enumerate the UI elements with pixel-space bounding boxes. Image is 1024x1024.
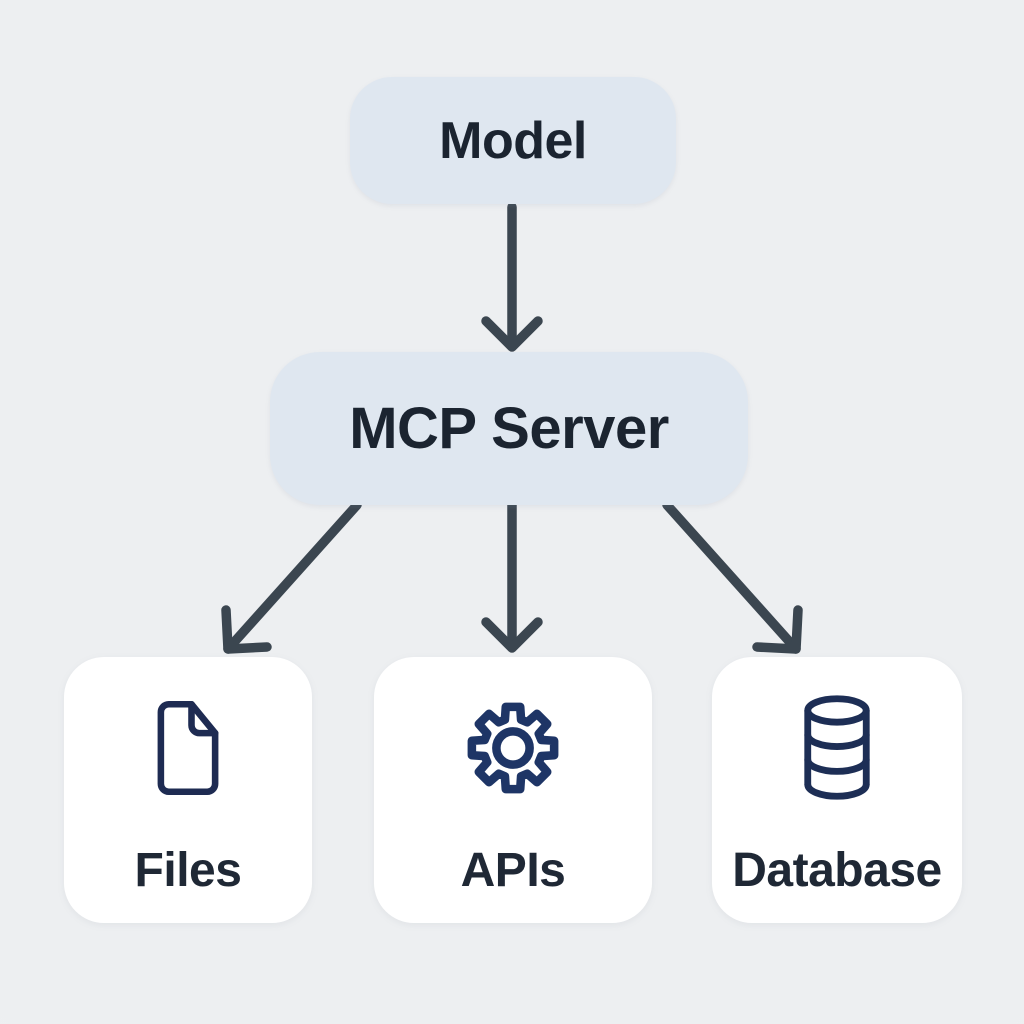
arrow-model-to-mcp-server	[481, 202, 543, 352]
arrow-mcp-server-to-apis	[481, 500, 543, 653]
node-mcp-server: MCP Server	[270, 352, 748, 505]
database-icon	[804, 695, 870, 800]
arrow-mcp-server-to-files	[221, 500, 362, 654]
node-apis: APIs	[374, 657, 652, 923]
arrow-mcp-server-to-database	[662, 500, 803, 654]
node-database: Database	[712, 657, 962, 923]
file-icon	[157, 700, 219, 795]
node-model: Model	[350, 77, 676, 204]
gear-icon	[467, 702, 559, 793]
node-files: Files	[64, 657, 312, 923]
node-database-label: Database	[732, 843, 942, 897]
file-icon-wrap	[146, 687, 230, 809]
gear-icon-wrap	[456, 687, 570, 809]
database-icon-wrap	[790, 687, 884, 809]
node-files-label: Files	[134, 843, 242, 897]
node-model-label: Model	[439, 111, 587, 170]
node-mcp-server-label: MCP Server	[349, 396, 669, 461]
node-apis-label: APIs	[460, 843, 566, 897]
